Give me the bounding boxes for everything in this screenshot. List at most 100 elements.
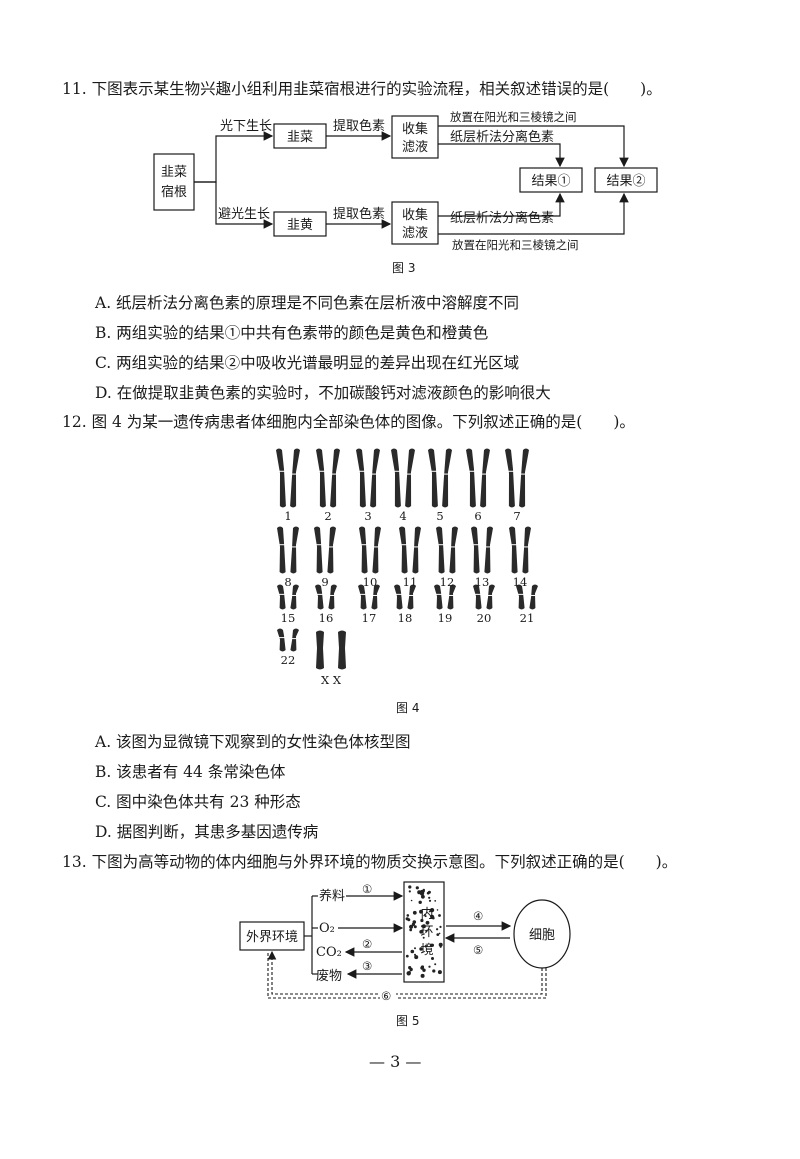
chromosome-label-2: 2: [324, 509, 331, 523]
chromosome-label-1: 1: [284, 509, 291, 523]
lower-collect-2: 滤液: [402, 226, 428, 241]
question-11-stem: 11. 下图表示某生物兴趣小组利用韭菜宿根进行的实验流程，相关叙述错误的是( )…: [62, 78, 662, 100]
question-12-stem: 12. 图 4 为某一遗传病患者体细胞内全部染色体的图像。下列叙述正确的是( )…: [62, 411, 635, 433]
chromosome-label-10: 10: [363, 575, 378, 589]
chromosome-label-12: 12: [440, 575, 455, 589]
chromosome-label-14: 14: [513, 575, 528, 589]
lower-prism-label: 放置在阳光和三棱镜之间: [452, 238, 579, 252]
chromosome-label-4: 4: [399, 509, 406, 523]
chromosome-label-13: 13: [475, 575, 490, 589]
chromosome-label-3: 3: [364, 509, 371, 523]
lower-plant-label: 韭黄: [287, 218, 313, 233]
nutrient-label: 养料: [319, 888, 345, 904]
chromosome-pair-15: [277, 584, 299, 610]
q12-option-b: B. 该患者有 44 条常染色体: [95, 763, 286, 781]
q12-option-a: A. 该图为显微镜下观察到的女性染色体核型图: [95, 733, 411, 751]
chromosome-label-16: 16: [319, 611, 334, 625]
inner-env-label-2: 环: [420, 925, 433, 940]
upper-branch-label: 光下生长: [220, 119, 272, 134]
inner-env-label-1: 内: [420, 906, 433, 922]
question-number: 13.: [62, 853, 87, 871]
q12-option-d: D. 据图判断，其患多基因遗传病: [95, 823, 319, 841]
chromosome-pair-3: [356, 448, 380, 508]
question-13-stem: 13. 下图为高等动物的体内细胞与外界环境的物质交换示意图。下列叙述正确的是( …: [62, 851, 677, 873]
chromosome-pair-8: [277, 526, 299, 574]
chromosome-pair-14: [509, 526, 531, 574]
chromosome-label-6: 6: [474, 509, 481, 523]
upper-extract-label: 提取色素: [333, 118, 385, 134]
chromosome-pair-5: [428, 448, 452, 508]
chromosome-pair-1: [276, 448, 300, 508]
chromosome-label-XX: X X: [321, 673, 342, 687]
chromosome-label-21: 21: [520, 611, 535, 625]
chromosome-pair-16: [315, 584, 337, 610]
chromosome-pair-7: [505, 448, 529, 508]
root-label-2: 宿根: [161, 184, 187, 200]
cell-label: 细胞: [529, 928, 555, 943]
question-number: 11.: [62, 80, 87, 98]
outside-env-label: 外界环境: [246, 930, 298, 945]
chromosome-pair-13: [471, 526, 493, 574]
figure-3-caption: 图 3: [392, 261, 416, 275]
chromosome-pair-20: [473, 584, 495, 610]
result-2-label: 结果②: [606, 174, 645, 189]
chromosome-pair-11: [399, 526, 421, 574]
q12-option-c: C. 图中染色体共有 23 种形态: [95, 793, 301, 811]
chromosome-label-11: 11: [403, 575, 418, 589]
marker-4: ④: [473, 909, 483, 923]
upper-plant-label: 韭菜: [287, 130, 313, 145]
lower-chromatography-label: 纸层析法分离色素: [450, 210, 554, 226]
chromosome-label-19: 19: [438, 611, 453, 625]
upper-collect-1: 收集: [402, 121, 428, 137]
q11-option-a: A. 纸层析法分离色素的原理是不同色素在层析液中溶解度不同: [95, 294, 520, 312]
upper-collect-2: 滤液: [402, 140, 428, 155]
chromosome-pair-12: [436, 526, 458, 574]
chromosome-label-17: 17: [362, 611, 377, 625]
chromosome-pair-9: [314, 526, 336, 574]
upper-prism-label: 放置在阳光和三棱镜之间: [450, 110, 577, 124]
page-number: — 3 —: [369, 1052, 422, 1071]
waste-label: 废物: [316, 968, 342, 984]
question-text: 图 4 为某一遗传病患者体细胞内全部染色体的图像。下列叙述正确的是( )。: [91, 413, 635, 431]
chromosome-pair-XX: [316, 630, 346, 670]
root-label-1: 韭菜: [161, 165, 187, 180]
chromosome-pair-19: [434, 584, 456, 610]
chromosome-pair-18: [394, 584, 416, 610]
chromosome-label-8: 8: [284, 575, 291, 589]
chromosome-label-20: 20: [477, 611, 492, 625]
figure-5-caption: 图 5: [396, 1014, 420, 1028]
question-number: 12.: [62, 413, 87, 431]
question-text: 下图表示某生物兴趣小组利用韭菜宿根进行的实验流程，相关叙述错误的是( )。: [91, 80, 662, 98]
lower-branch-label: 避光生长: [218, 207, 270, 222]
q11-option-c: C. 两组实验的结果②中吸收光谱最明显的差异出现在红光区域: [95, 354, 520, 372]
figure-4-caption: 图 4: [396, 701, 420, 715]
result-1-label: 结果①: [531, 174, 570, 189]
q11-option-b: B. 两组实验的结果①中共有色素带的颜色是黄色和橙黄色: [95, 324, 489, 342]
marker-6: ⑥: [381, 989, 391, 1003]
chromosome-label-7: 7: [513, 509, 520, 523]
figure-3-flowchart: 韭菜 宿根 光下生长 避光生长 韭菜 韭黄 提取色素 提取色素 收集 滤液 收集…: [153, 110, 658, 252]
marker-3: ③: [362, 959, 372, 973]
q11-option-d: D. 在做提取韭黄色素的实验时，不加碳酸钙对滤液颜色的影响很大: [95, 384, 551, 402]
marker-5: ⑤: [473, 943, 483, 957]
chromosome-pair-2: [316, 448, 340, 508]
question-text: 下图为高等动物的体内细胞与外界环境的物质交换示意图。下列叙述正确的是( )。: [91, 853, 678, 871]
figure-5-exchange-diagram: 外界环境 养料 O₂ CO₂ 废物 ① ② ③ 内 环 境 ④ ⑤ 细胞 ⑥: [239, 881, 571, 1003]
o2-label: O₂: [319, 921, 335, 936]
chromosome-pair-10: [359, 526, 381, 574]
marker-1: ①: [362, 882, 372, 896]
chromosome-pair-4: [391, 448, 415, 508]
lower-extract-label: 提取色素: [333, 206, 385, 222]
chromosome-pair-21: [516, 584, 538, 610]
chromosome-label-9: 9: [321, 575, 328, 589]
chromosome-label-5: 5: [436, 509, 443, 523]
co2-label: CO₂: [316, 945, 342, 960]
chromosome-label-18: 18: [398, 611, 413, 625]
upper-chromatography-label: 纸层析法分离色素: [450, 129, 554, 145]
chromosome-label-15: 15: [281, 611, 296, 625]
lower-collect-1: 收集: [402, 207, 428, 223]
marker-2: ②: [362, 937, 372, 951]
chromosome-pair-22: [277, 628, 299, 652]
chromosome-label-22: 22: [281, 653, 296, 667]
